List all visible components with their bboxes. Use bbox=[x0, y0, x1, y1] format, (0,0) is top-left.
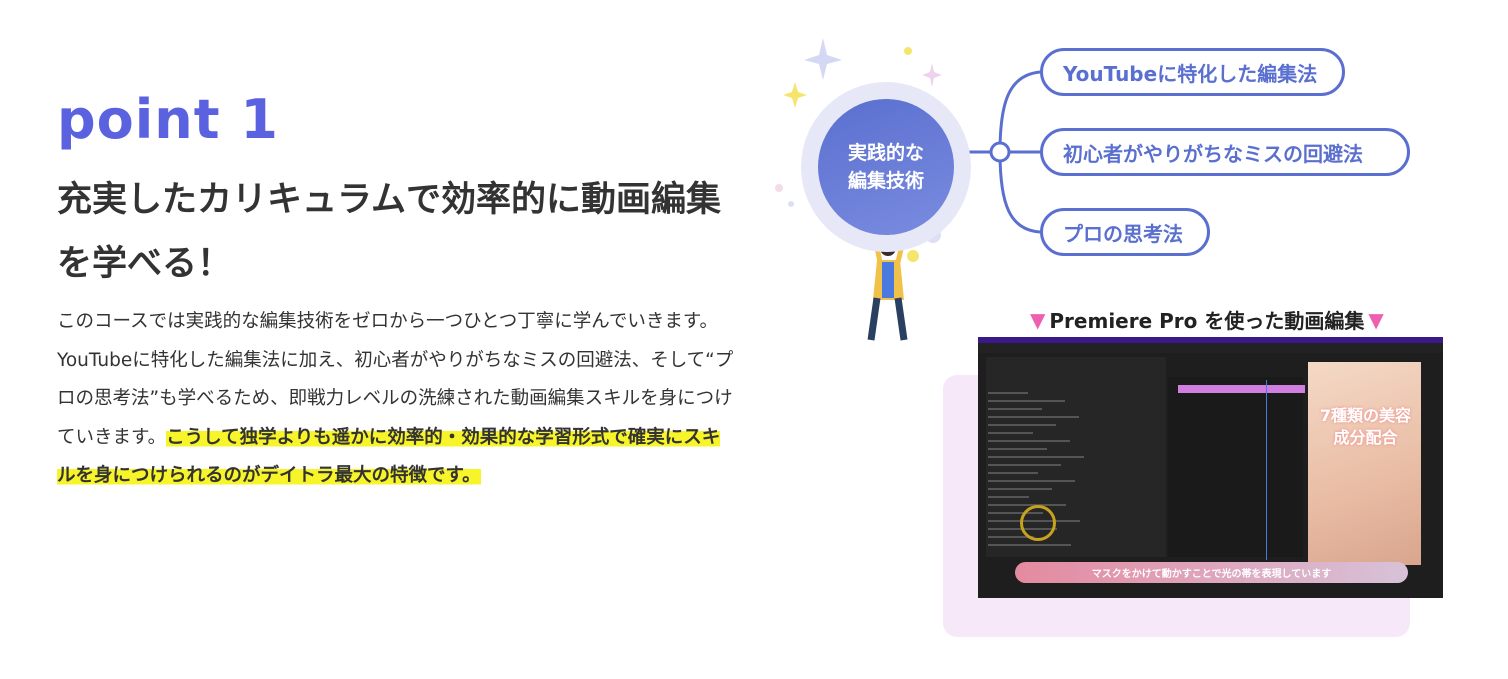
menu-bar bbox=[978, 337, 1443, 343]
effect-row bbox=[988, 480, 1075, 482]
body-text: このコースでは実践的な編集技術をゼロから一つひとつ丁寧に学んでいきます。YouT… bbox=[57, 311, 734, 448]
timeline-panel bbox=[1168, 377, 1303, 557]
video-preview bbox=[1308, 362, 1421, 565]
branch-mistakes: 初心者がやりがちなミスの回避法 bbox=[1040, 128, 1410, 176]
effect-row bbox=[988, 504, 1066, 506]
dot bbox=[907, 250, 919, 262]
triangle-down-icon: ▼ bbox=[1030, 307, 1046, 332]
playhead bbox=[1266, 380, 1267, 560]
video-caption: ▼ Premiere Pro を使った動画編集 ▼ bbox=[1030, 305, 1384, 334]
preview-overlay-text: 7種類の美容成分配合 bbox=[1319, 406, 1412, 447]
sparkle-icon bbox=[783, 82, 807, 108]
dot bbox=[775, 184, 783, 192]
effect-row bbox=[988, 472, 1038, 474]
effect-row bbox=[988, 392, 1028, 394]
effect-row bbox=[988, 440, 1070, 442]
video-caption-text: Premiere Pro を使った動画編集 bbox=[1049, 309, 1365, 333]
effect-row bbox=[988, 488, 1052, 490]
dot bbox=[904, 47, 912, 55]
timeline-clip bbox=[1178, 385, 1305, 393]
toolbar bbox=[978, 343, 1443, 353]
effect-row bbox=[988, 448, 1047, 450]
effect-row bbox=[988, 512, 1043, 514]
effect-row bbox=[988, 424, 1056, 426]
effect-row bbox=[988, 456, 1084, 458]
connector-lines bbox=[966, 70, 1041, 234]
dot bbox=[788, 201, 794, 207]
effect-row bbox=[988, 496, 1029, 498]
effect-row bbox=[988, 400, 1065, 402]
effect-row bbox=[988, 416, 1079, 418]
effect-row bbox=[988, 544, 1071, 546]
point-label: point 1 bbox=[57, 88, 279, 151]
branch-pro-thinking: プロの思考法 bbox=[1040, 208, 1210, 256]
effect-row bbox=[988, 408, 1042, 410]
video-subtitle: マスクをかけて動かすことで光の帯を表現しています bbox=[1015, 562, 1408, 583]
center-circle-label: 実践的な編集技術 bbox=[818, 99, 954, 235]
sparkle-icon bbox=[922, 63, 942, 87]
effect-row bbox=[988, 464, 1061, 466]
cursor-highlight bbox=[1020, 505, 1056, 541]
effect-row bbox=[988, 432, 1033, 434]
branch-youtube: YouTubeに特化した編集法 bbox=[1040, 48, 1345, 96]
section-heading: 充実したカリキュラムで効率的に動画編集を学べる！ bbox=[57, 180, 721, 284]
sparkle-icon bbox=[804, 38, 842, 80]
section-body: このコースでは実践的な編集技術をゼロから一つひとつ丁寧に学んでいきます。YouT… bbox=[57, 303, 737, 496]
connector-node bbox=[989, 141, 1011, 163]
effect-row bbox=[988, 536, 1034, 538]
triangle-down-icon: ▼ bbox=[1368, 307, 1384, 332]
